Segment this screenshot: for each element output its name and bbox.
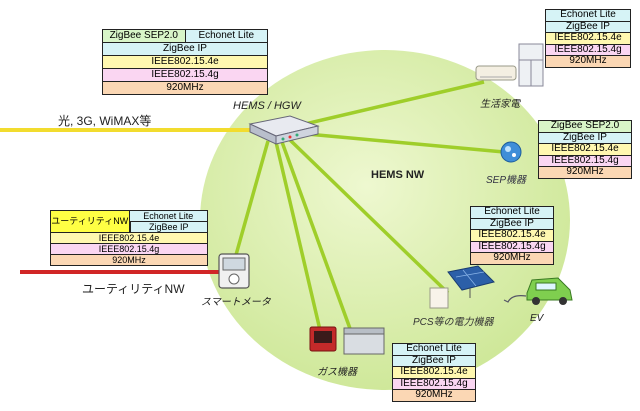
stack-cell: IEEE802.15.4e bbox=[546, 33, 630, 44]
smart-meter-label: スマートメータ bbox=[201, 297, 271, 308]
stack-cell: IEEE802.15.4e bbox=[103, 56, 267, 68]
stack-cell: IEEE802.15.4g bbox=[471, 241, 553, 252]
stack-cell: Echonet Lite bbox=[471, 207, 553, 218]
stack-cell: IEEE802.15.4g bbox=[103, 69, 267, 81]
hems-network-label: HEMS NW bbox=[371, 169, 425, 181]
stack-cell: ZigBee IP bbox=[471, 218, 553, 229]
gas-device-icon bbox=[309, 326, 385, 355]
stack-cell: ユーティリティNW bbox=[51, 211, 129, 232]
protocol-stack-gas: Echonet Lite ZigBee IP IEEE802.15.4e IEE… bbox=[392, 343, 476, 402]
link-gas bbox=[280, 141, 354, 335]
protocol-stack-pcs: Echonet Lite ZigBee IP IEEE802.15.4e IEE… bbox=[470, 206, 554, 265]
hems-gateway-label: HEMS / HGW bbox=[233, 100, 301, 112]
link-appliance bbox=[287, 80, 485, 130]
stack-cell: 920MHz bbox=[51, 255, 207, 265]
stack-cell: IEEE802.15.4g bbox=[539, 155, 631, 166]
sep-device-icon bbox=[500, 141, 522, 163]
ev-car-icon bbox=[503, 277, 573, 305]
stack-cell: ZigBee IP bbox=[103, 43, 267, 55]
protocol-stack-hems: ZigBee SEP2.0 Echonet Lite ZigBee IP IEE… bbox=[102, 29, 268, 95]
link-meter bbox=[232, 140, 270, 263]
smart-meter-icon bbox=[218, 253, 250, 289]
appliance-icon bbox=[475, 43, 544, 87]
stack-cell: Echonet Lite bbox=[129, 211, 207, 222]
link-gas-range bbox=[274, 141, 322, 331]
sep-device-label: SEP機器 bbox=[486, 175, 527, 186]
stack-cell: IEEE802.15.4e bbox=[51, 233, 207, 243]
stack-cell: IEEE802.15.4g bbox=[51, 244, 207, 254]
stack-cell: ZigBee SEP2.0 bbox=[539, 121, 631, 132]
stack-cell: ZigBee IP bbox=[539, 132, 631, 143]
stack-cell: Echonet Lite bbox=[184, 30, 267, 42]
utility-nw-label: ユーティリティNW bbox=[82, 282, 185, 296]
stack-cell: 920MHz bbox=[103, 82, 267, 94]
stack-cell: 920MHz bbox=[471, 253, 553, 264]
stack-cell: IEEE802.15.4g bbox=[546, 44, 630, 55]
appliance-label: 生活家電 bbox=[480, 99, 520, 110]
protocol-stack-appliance: Echonet Lite ZigBee IP IEEE802.15.4e IEE… bbox=[545, 9, 631, 68]
pcs-device-icon bbox=[429, 265, 495, 309]
protocol-stack-utility: ユーティリティNW Echonet Lite ZigBee IP IEEE802… bbox=[50, 210, 208, 266]
hems-links bbox=[232, 80, 505, 335]
link-pcs bbox=[288, 138, 450, 295]
stack-cell: Echonet Lite bbox=[393, 344, 475, 355]
stack-cell: IEEE802.15.4e bbox=[471, 230, 553, 241]
stack-cell: 920MHz bbox=[539, 167, 631, 178]
hems-gateway-icon bbox=[248, 115, 320, 145]
link-sep bbox=[295, 131, 505, 154]
stack-cell: Echonet Lite bbox=[546, 10, 630, 21]
ev-label: EV bbox=[530, 313, 544, 324]
wan-label: 光, 3G, WiMAX等 bbox=[58, 114, 152, 128]
protocol-stack-sep: ZigBee SEP2.0 ZigBee IP IEEE802.15.4e IE… bbox=[538, 120, 632, 179]
gas-device-label: ガス機器 bbox=[317, 367, 357, 378]
stack-cell: IEEE802.15.4e bbox=[393, 367, 475, 378]
pcs-device-label: PCS等の電力機器 bbox=[413, 317, 494, 328]
stack-cell: ZigBee IP bbox=[546, 21, 630, 32]
stack-cell: 920MHz bbox=[393, 390, 475, 401]
stack-cell: ZigBee IP bbox=[129, 222, 207, 232]
stack-cell: ZigBee SEP2.0 bbox=[103, 30, 185, 42]
stack-cell: IEEE802.15.4e bbox=[539, 144, 631, 155]
stack-cell: IEEE802.15.4g bbox=[393, 378, 475, 389]
stack-cell: ZigBee IP bbox=[393, 355, 475, 366]
stack-cell: 920MHz bbox=[546, 56, 630, 67]
